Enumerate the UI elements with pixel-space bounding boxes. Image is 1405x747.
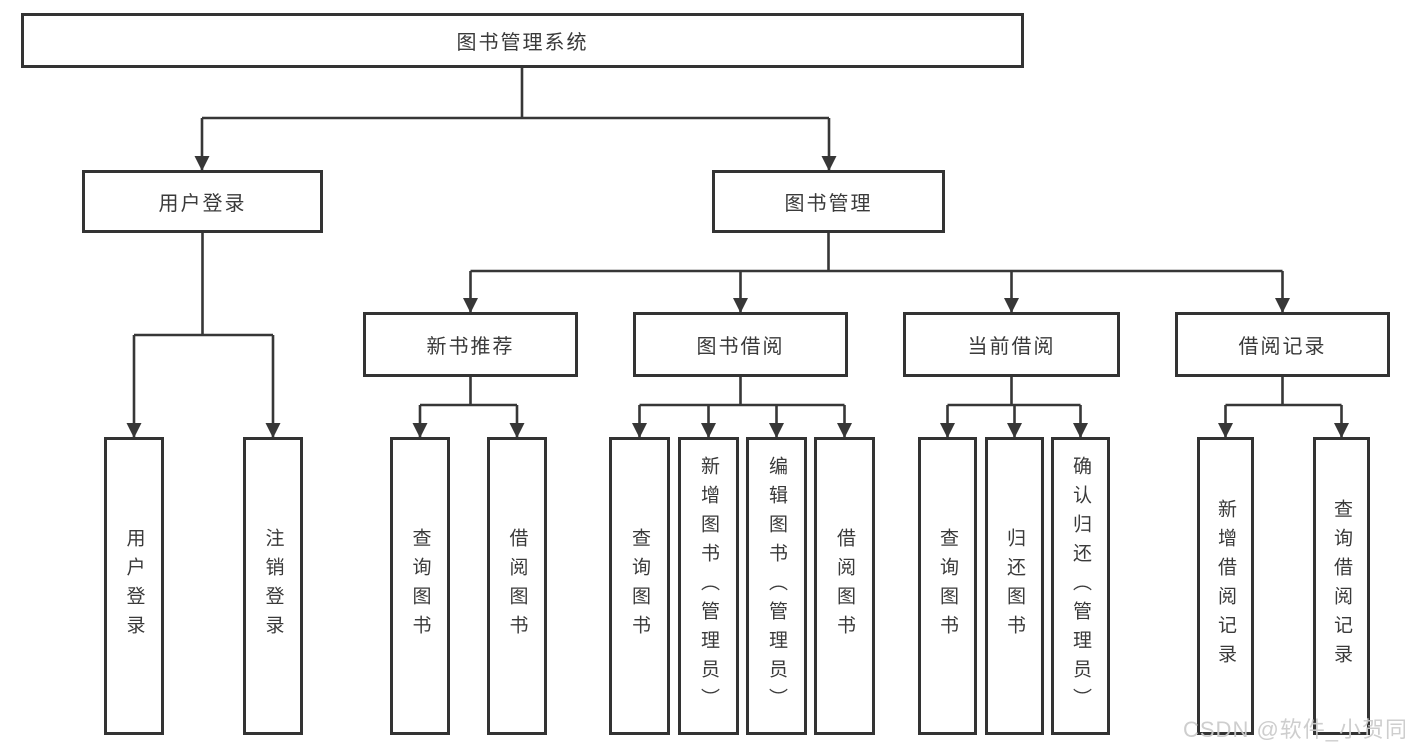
node-book-borrowing: 图书借阅: [633, 312, 848, 377]
leaf-query-books-recommend: 查询图书: [390, 437, 450, 735]
leaf-borrow-books-recommend: 借阅图书: [487, 437, 547, 735]
node-borrowing-records: 借阅记录: [1175, 312, 1390, 377]
connector-current-borrowing-children: [940, 377, 1088, 438]
leaf-confirm-return-admin: 确认归还（管理员）: [1051, 437, 1110, 735]
leaf-edit-book-admin: 编辑图书（管理员）: [746, 437, 807, 735]
connector-root-to-level2: [194, 68, 837, 171]
connector-borrowing-records-children: [1218, 377, 1349, 438]
connector-new-book-recommend-children: [412, 377, 525, 438]
leaf-query-books-borrowing: 查询图书: [609, 437, 670, 735]
node-current-borrowing: 当前借阅: [903, 312, 1120, 377]
leaf-query-borrow-record: 查询借阅记录: [1313, 437, 1370, 735]
node-library-system: 图书管理系统: [21, 13, 1024, 68]
csdn-watermark: CSDN @软件_小贺同学: [1183, 717, 1405, 742]
connector-user-login-children: [126, 233, 281, 438]
connector-book-management-children: [463, 233, 1290, 313]
leaf-user-login: 用户登录: [104, 437, 164, 735]
connector-book-borrowing-children: [632, 377, 852, 438]
leaf-add-book-admin: 新增图书（管理员）: [678, 437, 739, 735]
leaf-logout: 注销登录: [243, 437, 303, 735]
leaf-borrow-books-borrowing: 借阅图书: [814, 437, 875, 735]
leaf-query-books-current: 查询图书: [918, 437, 977, 735]
node-book-management: 图书管理: [712, 170, 945, 233]
node-user-login: 用户登录: [82, 170, 323, 233]
leaf-return-book: 归还图书: [985, 437, 1044, 735]
leaf-add-borrow-record: 新增借阅记录: [1197, 437, 1254, 735]
node-new-book-recommend: 新书推荐: [363, 312, 578, 377]
